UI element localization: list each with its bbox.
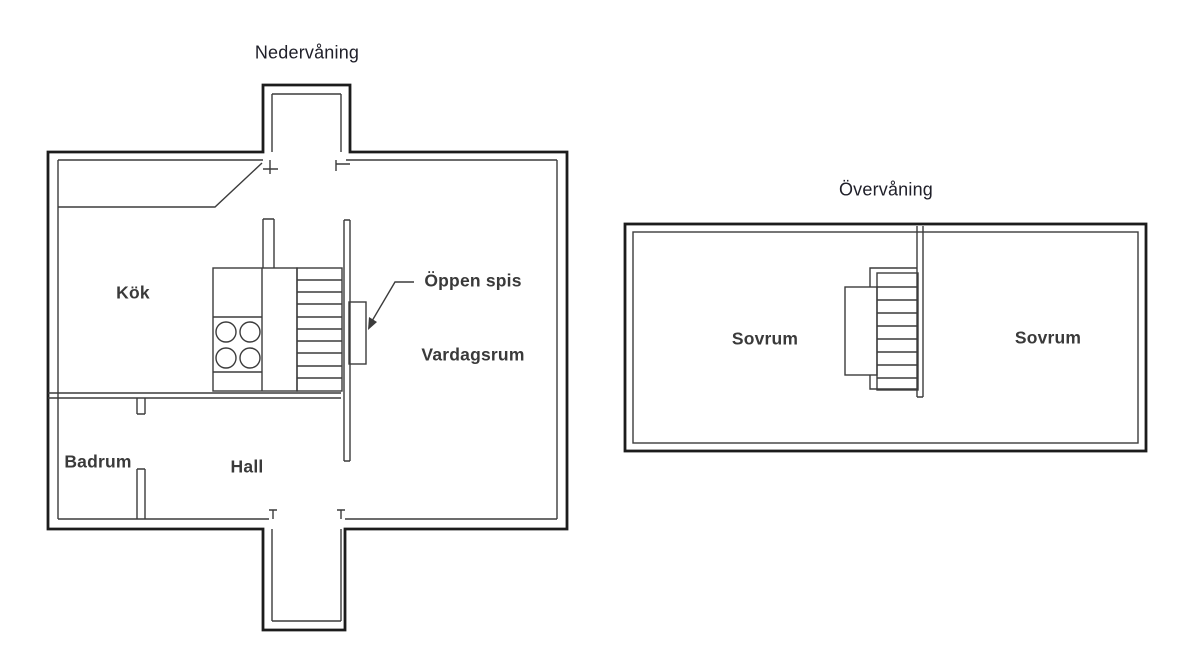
bedroom-divider-wall	[916, 226, 924, 398]
door-swing-line	[58, 162, 263, 208]
leader-line	[371, 281, 414, 322]
fireplace-leader-arrow	[368, 281, 414, 330]
staircase-upper	[876, 272, 919, 391]
stove-burner	[239, 347, 261, 369]
upper-floor-title: Övervåning	[838, 179, 934, 200]
door-jambs	[263, 160, 350, 519]
room-label-bedroom-left: Sovrum	[731, 328, 799, 349]
outer-wall	[623, 222, 1148, 453]
lower-floor-plan	[46, 83, 569, 632]
room-label-kitchen: Kök	[116, 282, 150, 303]
bathroom-door-jamb	[136, 398, 146, 415]
outer-wall	[46, 83, 569, 632]
staircase-outline	[876, 272, 919, 391]
room-label-bathroom: Badrum	[64, 451, 132, 472]
bathroom-wall	[136, 468, 146, 519]
fireplace-callout-label: Öppen spis	[424, 270, 522, 291]
chimney-wall-stub	[262, 218, 275, 268]
arrowhead-icon	[368, 317, 377, 330]
room-label-hall: Hall	[230, 456, 264, 477]
stove-burner	[215, 321, 237, 343]
inner-wall-lines	[57, 93, 558, 622]
stairwell-enclosure	[869, 267, 917, 390]
stove-burner	[215, 347, 237, 369]
kitchen-unit	[212, 267, 298, 392]
fireplace	[348, 301, 367, 365]
stair-side-wall	[343, 219, 351, 462]
lower-floor-title: Nedervåning	[254, 42, 360, 63]
stair-landing	[844, 286, 878, 376]
room-label-living-room: Vardagsrum	[421, 344, 525, 365]
stove-burner	[239, 321, 261, 343]
hall-divider-wall	[48, 392, 341, 399]
staircase-lower	[296, 267, 343, 392]
stair-treads	[297, 279, 342, 379]
stair-treads	[877, 286, 918, 379]
room-label-bedroom-right: Sovrum	[1014, 327, 1082, 348]
upper-floor-plan	[623, 222, 1148, 453]
inner-wall	[632, 231, 1139, 444]
kitchen-counter-lines	[213, 268, 263, 391]
